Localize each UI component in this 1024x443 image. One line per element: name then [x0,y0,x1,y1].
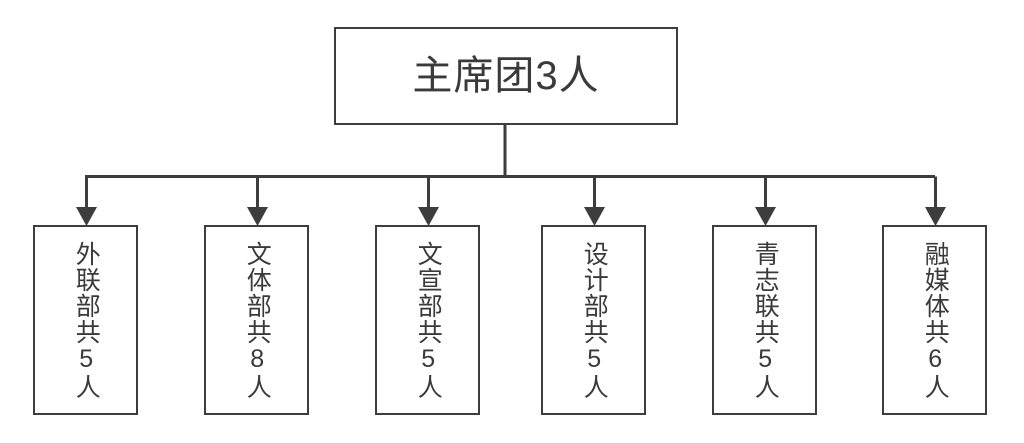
arrowhead-3 [418,207,439,226]
arrowhead-4 [584,207,605,226]
node-child-label: 文体部共8人 [243,240,272,400]
node-root-presidium[interactable]: 主席团3人 [334,27,678,125]
node-child-external-relations[interactable]: 外联部共5人 [33,225,138,415]
node-child-publicity[interactable]: 文宣部共5人 [375,225,480,415]
node-root-label: 主席团3人 [412,54,600,98]
node-child-label: 文宣部共5人 [414,240,443,400]
node-child-integrated-media[interactable]: 融媒体共6人 [882,225,987,415]
arrowhead-2 [247,207,268,226]
arrowhead-1 [76,207,97,226]
node-child-youth-volunteer[interactable]: 青志联共5人 [712,225,817,415]
node-child-label: 青志联共5人 [751,240,780,400]
node-child-label: 融媒体共6人 [921,240,950,400]
node-child-culture-sports[interactable]: 文体部共8人 [204,225,309,415]
node-child-label: 外联部共5人 [72,240,101,400]
node-child-label: 设计部共5人 [580,240,609,400]
node-child-design[interactable]: 设计部共5人 [541,225,646,415]
arrowhead-6 [925,207,946,226]
arrowhead-5 [755,207,776,226]
